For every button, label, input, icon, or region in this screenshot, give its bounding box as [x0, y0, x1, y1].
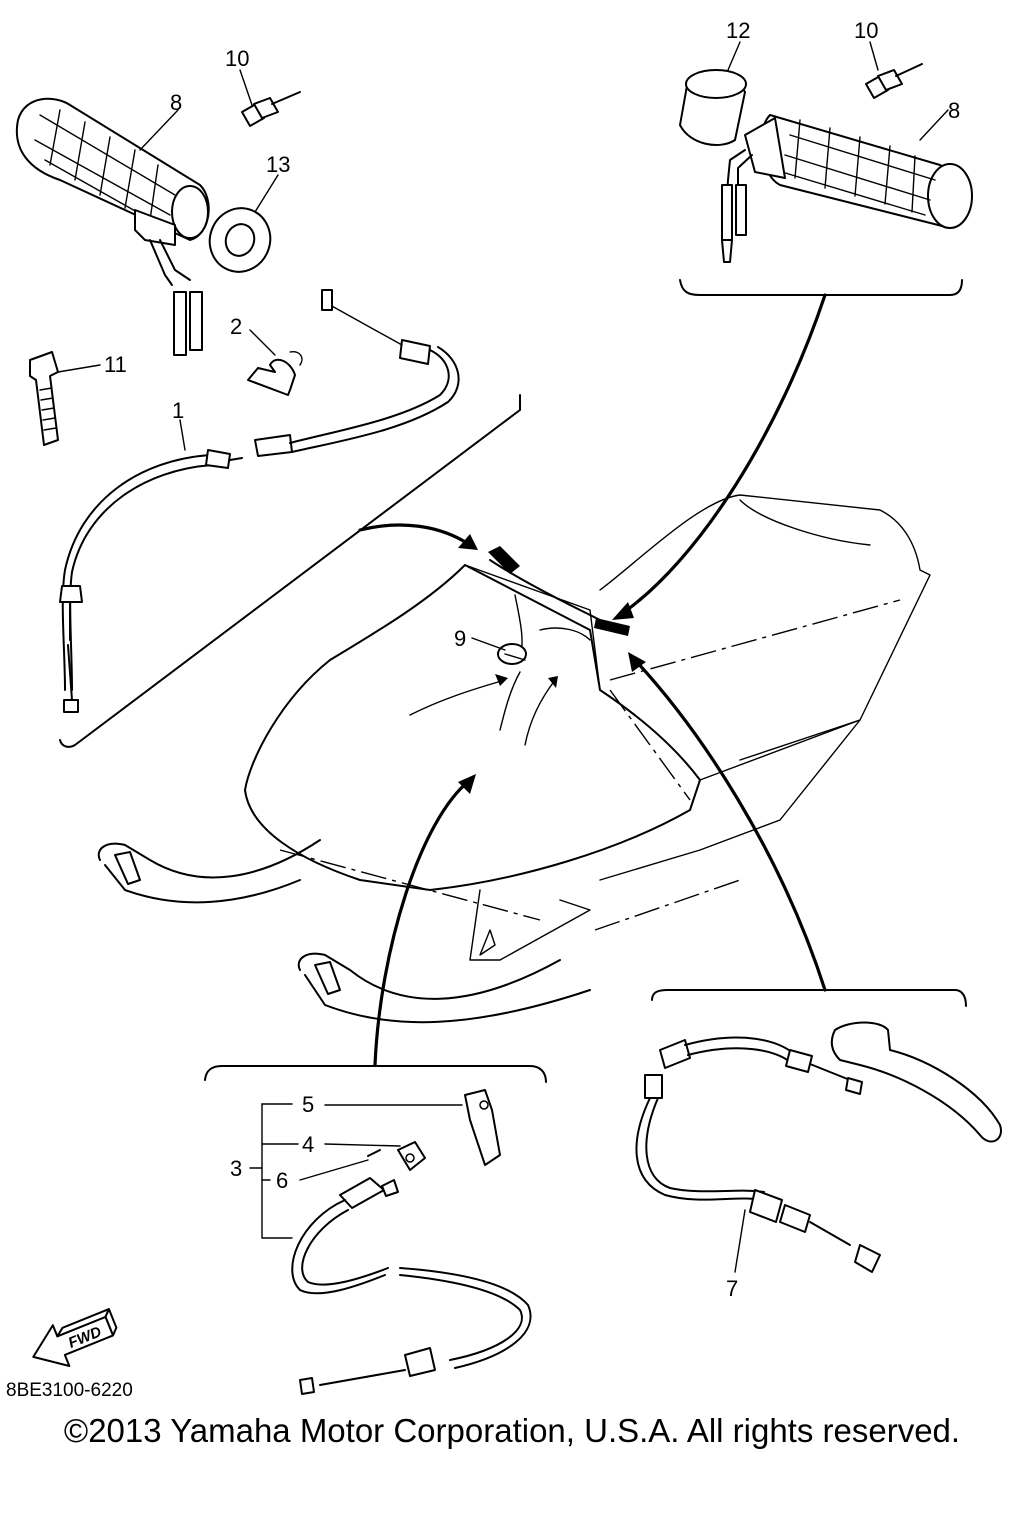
callout-3: 3: [230, 1156, 242, 1181]
callout-13: 13: [266, 152, 290, 177]
callout-8-left: 8: [170, 90, 182, 115]
callout-5: 5: [302, 1092, 314, 1117]
screw-10-left: [241, 91, 301, 127]
callout-labels: 10 8 13 2 11 1 12 10 8 9 5 4 3 6 7: [104, 18, 960, 1301]
callout-10-left: 10: [225, 46, 249, 71]
callout-1: 1: [172, 398, 184, 423]
fwd-arrow-icon: FWD: [32, 1308, 118, 1368]
callout-10-right: 10: [854, 18, 878, 43]
document-code: 8BE3100-6220: [6, 1380, 133, 1401]
thumb-warmer-12: [679, 69, 747, 146]
right-grip-8: [721, 114, 973, 263]
grommet-13: [208, 207, 272, 273]
choke-cable-assy-3: [291, 1089, 532, 1395]
callout-4: 4: [302, 1132, 314, 1157]
cable-tie-11: [29, 351, 59, 446]
group-brackets: [59, 279, 967, 1083]
snowmobile-illustration: [97, 494, 931, 1024]
callout-leaders: [57, 41, 949, 1273]
throttle-cable-1: [59, 289, 460, 713]
left-grip-8: [15, 97, 210, 356]
callout-8-right: 8: [948, 98, 960, 123]
screw-10-right: [865, 63, 923, 99]
clip-2: [247, 350, 303, 396]
callout-12: 12: [726, 18, 750, 43]
assembly-leader-arrows: [358, 293, 827, 1067]
callout-7: 7: [726, 1276, 738, 1301]
callout-11: 11: [104, 352, 127, 377]
callout-2: 2: [230, 314, 242, 339]
brake-cable-7: [635, 1021, 1002, 1273]
callout-9: 9: [454, 626, 466, 651]
callout-6: 6: [276, 1168, 288, 1193]
copyright-notice: ©2013 Yamaha Motor Corporation, U.S.A. A…: [63, 1412, 961, 1449]
